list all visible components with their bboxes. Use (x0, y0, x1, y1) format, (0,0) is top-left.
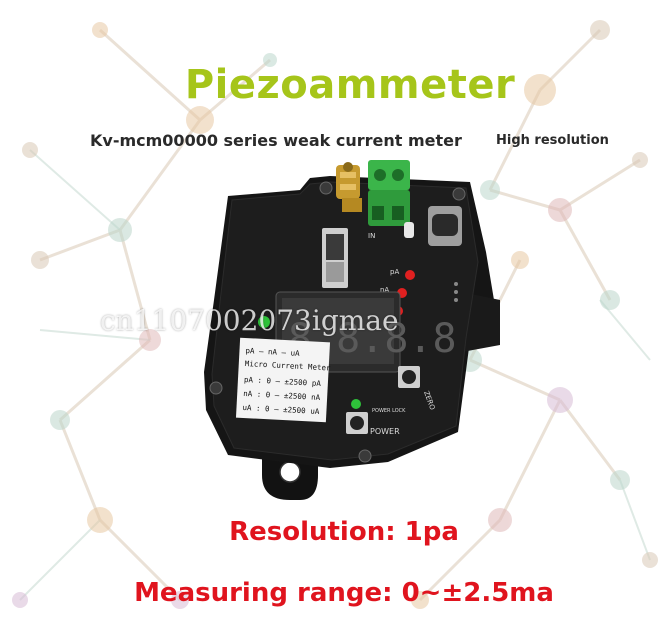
slide-switch (322, 228, 348, 288)
panel-range-na: nA : 0 — ±2500 (243, 389, 307, 401)
usb-c-port (428, 206, 462, 246)
status-led (258, 316, 270, 328)
sma-connector (336, 162, 362, 212)
watermark-text: cn1107002073igmae (100, 304, 399, 337)
input-label: IN (368, 232, 375, 240)
white-led (404, 222, 414, 238)
range-spec: Measuring range: 0~±2.5ma (134, 578, 554, 608)
led-label-na: nA (380, 286, 389, 294)
panel-units-line: pA — nA — uA (245, 346, 300, 358)
power-button: POWER LOCK POWER (346, 399, 406, 436)
panel-range-pa: pA : 0 — ±2500 (244, 375, 308, 387)
panel-label: pA — nA — uA Micro Current Meter pA : 0 … (235, 337, 331, 423)
screw-terminal (368, 160, 410, 226)
panel-unit-na: nA (311, 393, 321, 402)
screws (209, 181, 466, 463)
power-lock-label: POWER LOCK (372, 408, 406, 414)
panel-range-ua: uA : 0 — ±2500 (242, 403, 306, 415)
product-subtitle: Kv-mcm00000 series weak current meter (90, 131, 462, 150)
side-note: High resolution (496, 133, 609, 148)
resolution-spec: Resolution: 1pa (229, 517, 459, 547)
led-label-pa: pA (390, 268, 399, 276)
panel-unit-ua: uA (310, 406, 320, 415)
product-title: Piezoammeter (184, 62, 516, 108)
panel-unit-pa: pA (312, 379, 322, 388)
power-button-label: POWER (370, 427, 400, 436)
